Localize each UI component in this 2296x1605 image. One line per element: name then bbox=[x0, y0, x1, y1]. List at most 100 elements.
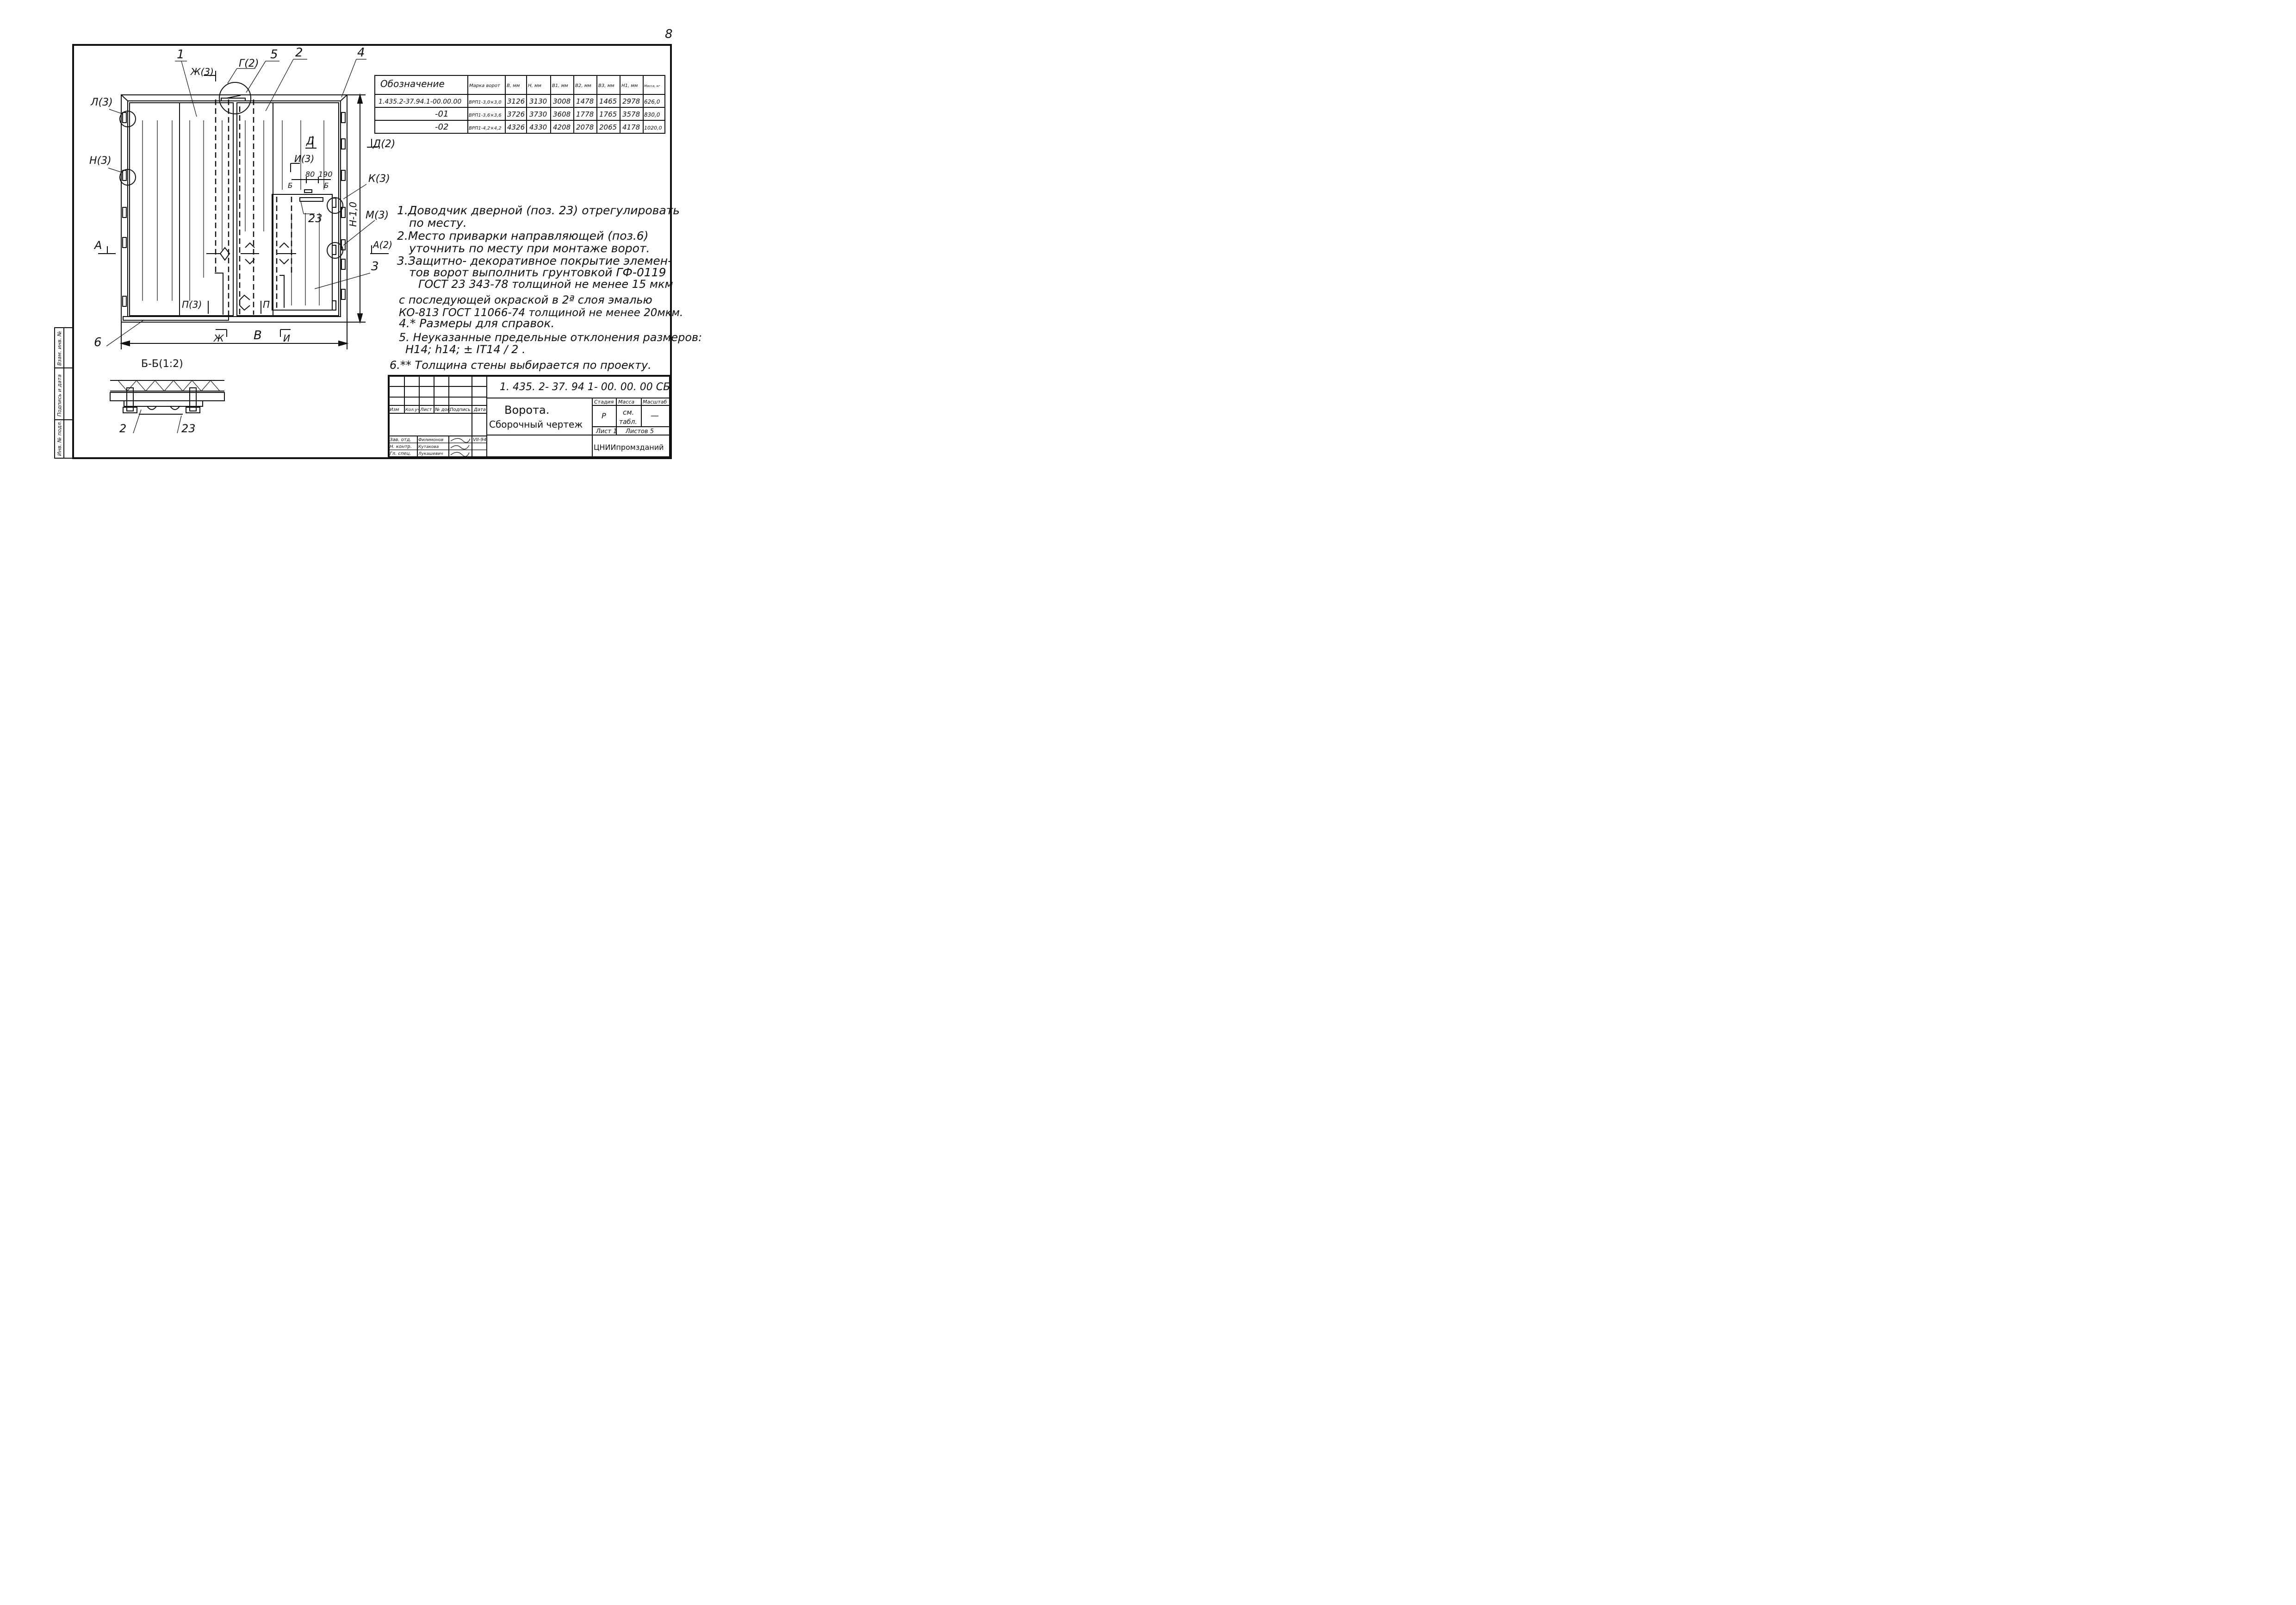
page-number: 8 bbox=[665, 27, 673, 41]
section-b-b: Б-Б(1:2) 2 23 bbox=[110, 358, 225, 435]
tb-mass2: табл. bbox=[619, 418, 637, 426]
callout-pos5: 5 bbox=[270, 48, 278, 62]
note-line: Н14; h14; ± IT14 / 2 . bbox=[405, 343, 526, 356]
tb-col-list: Лист bbox=[420, 407, 433, 412]
callout-p3: П(3) bbox=[182, 299, 202, 310]
cell-b: 4326 bbox=[507, 123, 525, 131]
note-line: ГОСТ 23 343-78 толщиной не менее 15 мкм bbox=[418, 278, 673, 291]
cell-b: 3726 bbox=[507, 110, 525, 118]
cell-h1: 3578 bbox=[622, 110, 640, 118]
cell-b: 3126 bbox=[507, 97, 525, 106]
dim-b: В bbox=[254, 329, 262, 342]
callout-pos1: 1 bbox=[177, 48, 185, 62]
dim-80: 80 bbox=[305, 170, 315, 179]
tb-stage: Р bbox=[602, 411, 606, 420]
cell-designation: -02 bbox=[435, 122, 448, 132]
cell-mass: 626,0 bbox=[644, 99, 660, 105]
cell-mass: 1020,0 bbox=[644, 125, 662, 131]
sheet-frame bbox=[54, 44, 672, 459]
note-line: 2.Место приварки направляющей (поз.6) bbox=[397, 229, 648, 243]
tb-person: Филимонов bbox=[418, 438, 443, 442]
th-b1: B1, мм bbox=[552, 83, 568, 88]
cell-h: 4330 bbox=[529, 123, 547, 131]
cell-mass: 830,0 bbox=[644, 112, 660, 118]
drawing-sheet: 8 Инв. № подл. Подпись и дата Взам. инв.… bbox=[54, 27, 702, 459]
cell-b1: 4208 bbox=[553, 123, 571, 131]
cell-h: 3730 bbox=[529, 110, 547, 118]
tb-sheet: Лист 1 bbox=[596, 428, 617, 435]
signatures bbox=[450, 438, 471, 457]
callout-pos23: 23 bbox=[308, 212, 323, 225]
callout-pos6: 6 bbox=[94, 336, 102, 349]
cell-b3: 1465 bbox=[599, 97, 617, 106]
note-line: уточнить по месту при монтаже ворот. bbox=[409, 242, 650, 255]
tb-col-date: Дата bbox=[473, 407, 486, 412]
tb-mass-label: Масса bbox=[618, 399, 634, 405]
note-line: 5. Неуказанные предельные отклонения раз… bbox=[399, 331, 702, 344]
notes: 1.Доводчик дверной (поз. 23) отрегулиров… bbox=[390, 204, 702, 372]
tb-col-sign: Подпись bbox=[450, 407, 471, 412]
callout-i3: И(3) bbox=[294, 153, 314, 164]
tb-org: ЦНИИпромзданий bbox=[594, 443, 664, 452]
tb-col-ndoc: № док. bbox=[434, 407, 452, 412]
spec-table: Обозначение Марка ворот B, мм H, мм B1, … bbox=[374, 75, 665, 134]
th-mass: Масса, кг bbox=[644, 84, 660, 88]
th-mark: Марка ворот bbox=[469, 83, 501, 88]
cell-b2: 1778 bbox=[576, 110, 594, 118]
tb-col-izm: Изм bbox=[390, 407, 399, 412]
callout-p: П bbox=[263, 299, 270, 310]
tb-scale: — bbox=[651, 411, 659, 421]
side-stamp-inv: Инв. № подл. bbox=[56, 421, 62, 456]
note-line: тов ворот выполнить грунтовкой ГФ-0119 bbox=[409, 266, 666, 279]
bottom-guide bbox=[123, 316, 229, 321]
cell-b2: 1478 bbox=[576, 97, 594, 106]
note-line: КО-813 ГОСТ 11066-74 толщиной не менее 2… bbox=[399, 307, 683, 319]
table-row: -01 ВРП1-3,6×3,6 3726 3730 3608 1778 176… bbox=[435, 109, 660, 119]
tb-sheets: Листов 5 bbox=[625, 428, 654, 435]
callout-pos2: 2 bbox=[295, 46, 303, 60]
callout-a: А bbox=[93, 239, 102, 252]
door-closer bbox=[299, 197, 323, 202]
dim-190: 190 bbox=[318, 170, 333, 179]
note-line: с последующей окраской в 2ª слоя эмалью bbox=[399, 293, 652, 306]
hinges-left bbox=[122, 112, 127, 307]
title-block: Изм Кол.уч Лист № док. Подпись Дата Зав.… bbox=[388, 375, 671, 458]
tb-designation: 1. 435. 2- 37. 94 1- 00. 00. 00 СБ bbox=[500, 381, 670, 393]
callout-a2: А(2) bbox=[372, 239, 392, 250]
cell-h1: 2978 bbox=[622, 97, 640, 106]
cell-h1: 4178 bbox=[622, 123, 640, 131]
callout-d2: Д(2) bbox=[372, 138, 395, 150]
cell-b1: 3608 bbox=[553, 110, 571, 118]
tb-name1: Ворота. bbox=[504, 404, 549, 417]
dim-h: Н-1,0 bbox=[348, 202, 359, 227]
callout-zh3: Ж(3) bbox=[190, 66, 214, 77]
callout-i: И bbox=[283, 333, 290, 344]
note-line: 6.** Толщина стены выбирается по проекту… bbox=[390, 359, 652, 372]
section-markers bbox=[98, 71, 389, 337]
tb-scale-label: Масштаб bbox=[643, 399, 667, 405]
th-h: H, мм bbox=[528, 83, 541, 88]
tb-role: Гл. спец. bbox=[390, 451, 411, 456]
callout-l3: Л(3) bbox=[90, 97, 113, 108]
th-b: B, мм bbox=[507, 83, 520, 88]
left-leaf bbox=[129, 102, 234, 316]
callout-m3: М(3) bbox=[366, 210, 389, 221]
tb-name2: Сборочный чертеж bbox=[489, 419, 583, 430]
callout-pos4: 4 bbox=[357, 46, 365, 60]
cell-designation: 1.435.2-37.94.1-00.00.00 bbox=[379, 98, 461, 106]
leader-lines bbox=[106, 59, 375, 347]
cell-b2: 2078 bbox=[576, 123, 594, 131]
cell-mark: ВРП1-4,2×4,2 bbox=[469, 126, 502, 131]
tb-stage-label: Стадия bbox=[594, 399, 614, 405]
callout-zh: Ж bbox=[213, 333, 224, 344]
cell-b1: 3008 bbox=[553, 97, 571, 106]
right-leaf bbox=[236, 102, 339, 316]
section-pos2: 2 bbox=[119, 422, 126, 435]
callout-n3: Н(3) bbox=[89, 155, 112, 167]
cell-designation: -01 bbox=[435, 109, 448, 119]
hinges-right bbox=[332, 112, 346, 311]
wicket-door bbox=[272, 194, 333, 311]
dimensions bbox=[119, 93, 366, 349]
cell-b3: 1765 bbox=[599, 110, 617, 118]
callout-labels: 1 5 2 4 3 6 23 Ж(3) Г(2) Л(3) Н(3) Д(2) … bbox=[89, 46, 395, 349]
